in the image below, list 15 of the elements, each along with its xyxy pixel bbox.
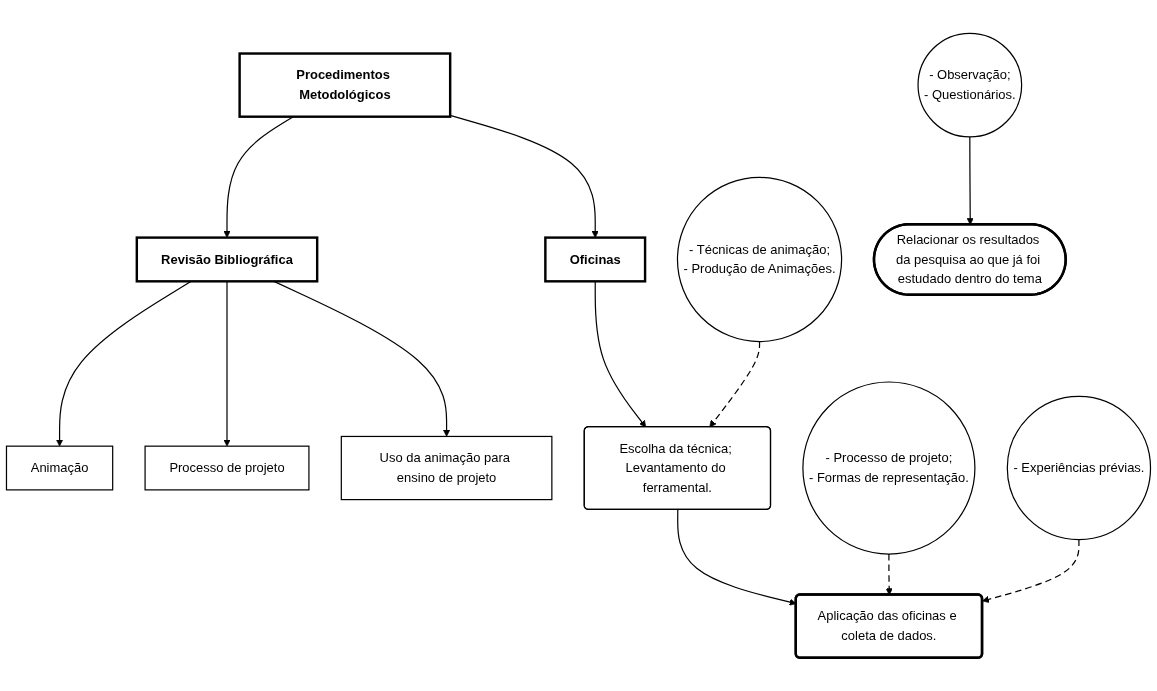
node-box: Processo de projeto [144,445,310,491]
node-box: Revisão Bibliográfica [135,236,319,283]
node-box: Oficinas [544,236,647,283]
arrow [449,114,599,238]
arrow [709,340,761,428]
node-circle: - Observação; - Questionários. [917,32,1023,138]
node-circle: - Técnicas de animação; - Produção de Animações. [676,176,843,343]
node-box: Procedimentos Metodológicos [238,52,452,118]
node-circle: - Processo de projeto; - Formas de representação. [802,381,976,555]
arrow [966,136,974,225]
node-box: Animação [5,445,114,491]
arrow [223,116,294,238]
node-circle: - Experiências prévias. [1006,395,1152,541]
arrow [982,539,1080,603]
node-box: Uso da animação para ensino de projeto [340,435,553,501]
